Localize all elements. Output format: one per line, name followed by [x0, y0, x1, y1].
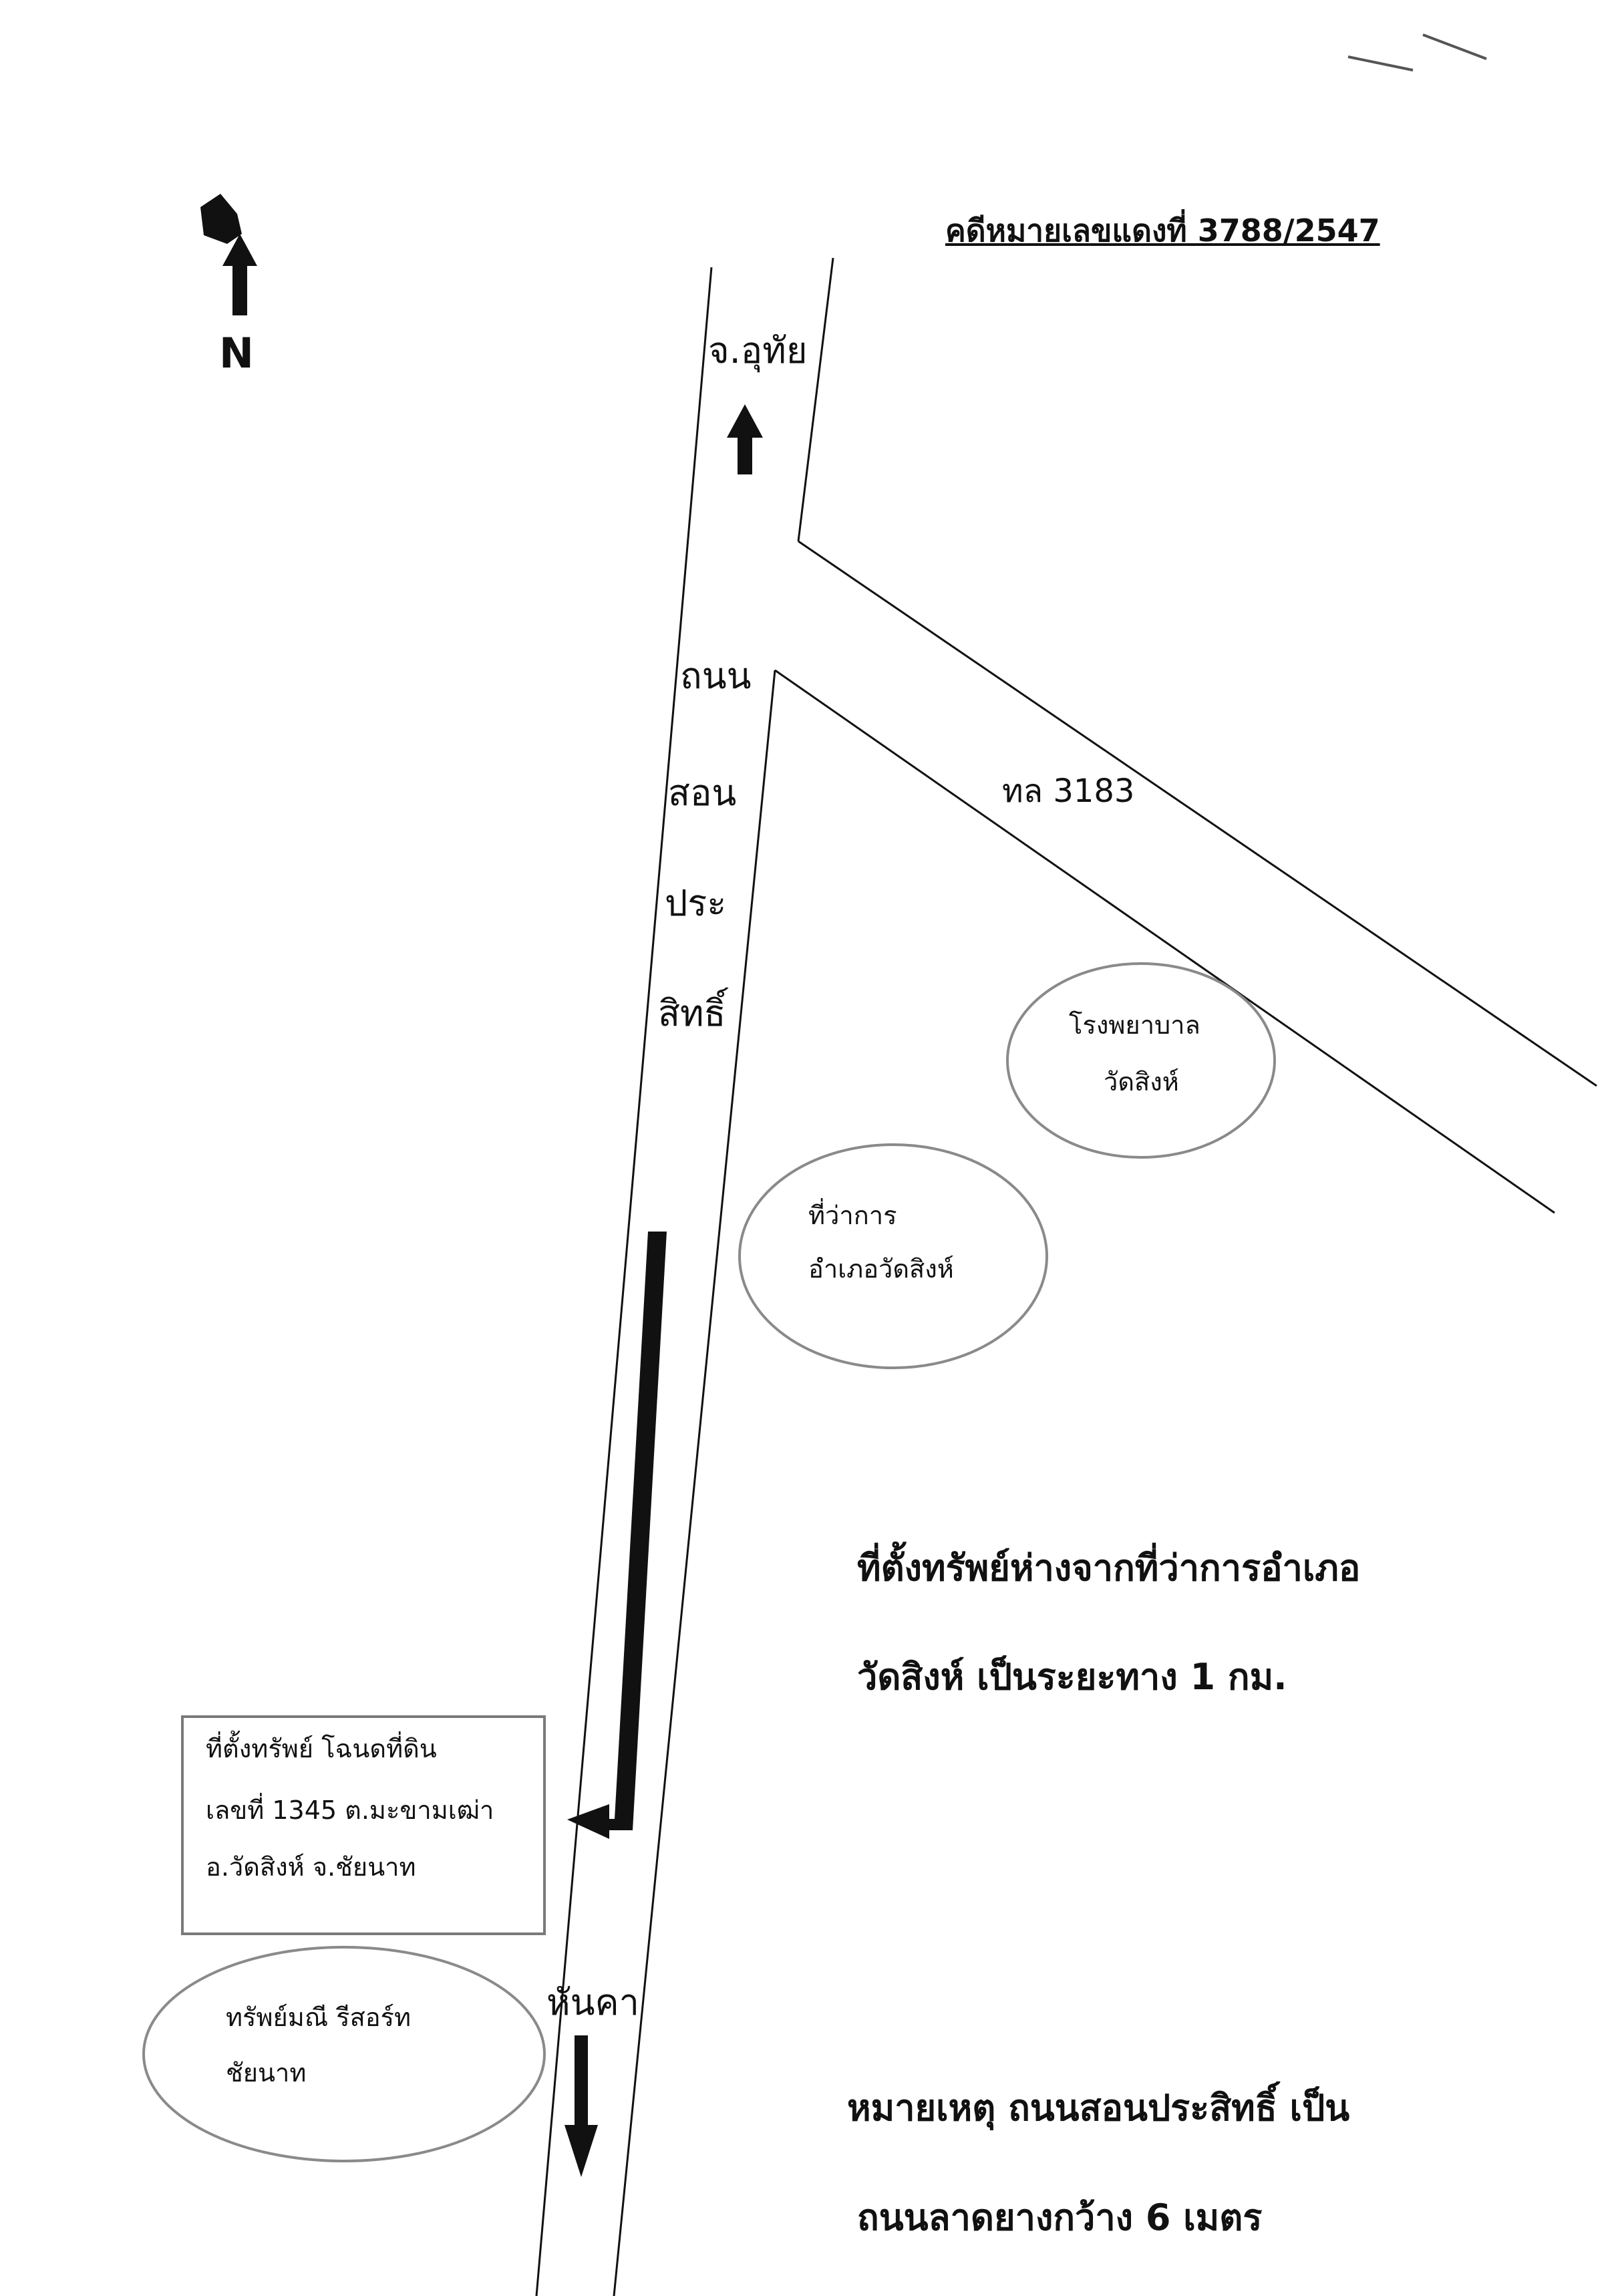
- resort-label-2: ชัยนาท: [226, 2058, 307, 2088]
- main-road-right-edge-lower: [613, 670, 776, 2296]
- main-road-right-edge-upper: [797, 257, 834, 542]
- highway-label: ทล 3183: [1002, 772, 1135, 810]
- distance-note-line-1: ที่ตั้งทรัพย์ห่างจากที่ว่าการอำเภอ: [857, 1547, 1361, 1589]
- district-office-label-1: ที่ว่าการ: [808, 1201, 897, 1230]
- main-road-name-1: ถนน: [680, 655, 752, 697]
- district-office-label-2: อำเภอวัดสิงห์: [808, 1254, 954, 1284]
- district-office-ellipse: [738, 1143, 1048, 1369]
- main-road-name-3: ประ: [665, 882, 727, 924]
- property-line-1: ที่ตั้งทรัพย์ โฉนดที่ดิน: [206, 1734, 437, 1763]
- hospital-label-1: โรงพยาบาล: [1069, 1010, 1200, 1040]
- property-box: [181, 1715, 546, 1935]
- north-label: N: [219, 329, 254, 378]
- toward-label: หันคา: [546, 1981, 639, 2023]
- property-line-3: อ.วัดสิงห์ จ.ชัยนาท: [206, 1852, 416, 1882]
- scan-mark: [1422, 33, 1487, 60]
- highway-lower-edge: [774, 669, 1555, 1214]
- remark-line-1: หมายเหตุ ถนนสอนประสิทธิ์ เป็น: [847, 2087, 1350, 2129]
- scan-mark: [1347, 55, 1414, 71]
- main-road-name-4: สิทธิ์: [658, 992, 726, 1034]
- case-number: คดีหมายเลขแดงที่ 3788/2547: [945, 212, 1380, 249]
- hospital-label-2: วัดสิงห์: [1104, 1067, 1179, 1097]
- north-arrow-icon: [200, 194, 257, 315]
- distance-note-line-2: วัดสิงห์ เป็นระยะทาง 1 กม.: [857, 1656, 1287, 1698]
- resort-label-1: ทรัพย์มณี รีสอร์ท: [226, 2003, 412, 2032]
- remark-line-2: ถนนลาดยางกว้าง 6 เมตร: [857, 2196, 1263, 2239]
- to-province-label: จ.อุทัย: [708, 329, 808, 372]
- up-arrow-icon: [727, 404, 763, 474]
- hospital-ellipse: [1006, 962, 1276, 1159]
- main-road-name-2: สอน: [668, 772, 737, 814]
- resort-ellipse: [142, 1946, 546, 2162]
- highway-upper-edge: [798, 540, 1597, 1087]
- property-line-2: เลขที่ 1345 ต.มะขามเฒ่า: [206, 1796, 494, 1825]
- down-arrow-icon: [565, 2035, 598, 2177]
- main-road-left-edge: [535, 267, 713, 2296]
- pointer-arrow-icon: [567, 1232, 667, 1839]
